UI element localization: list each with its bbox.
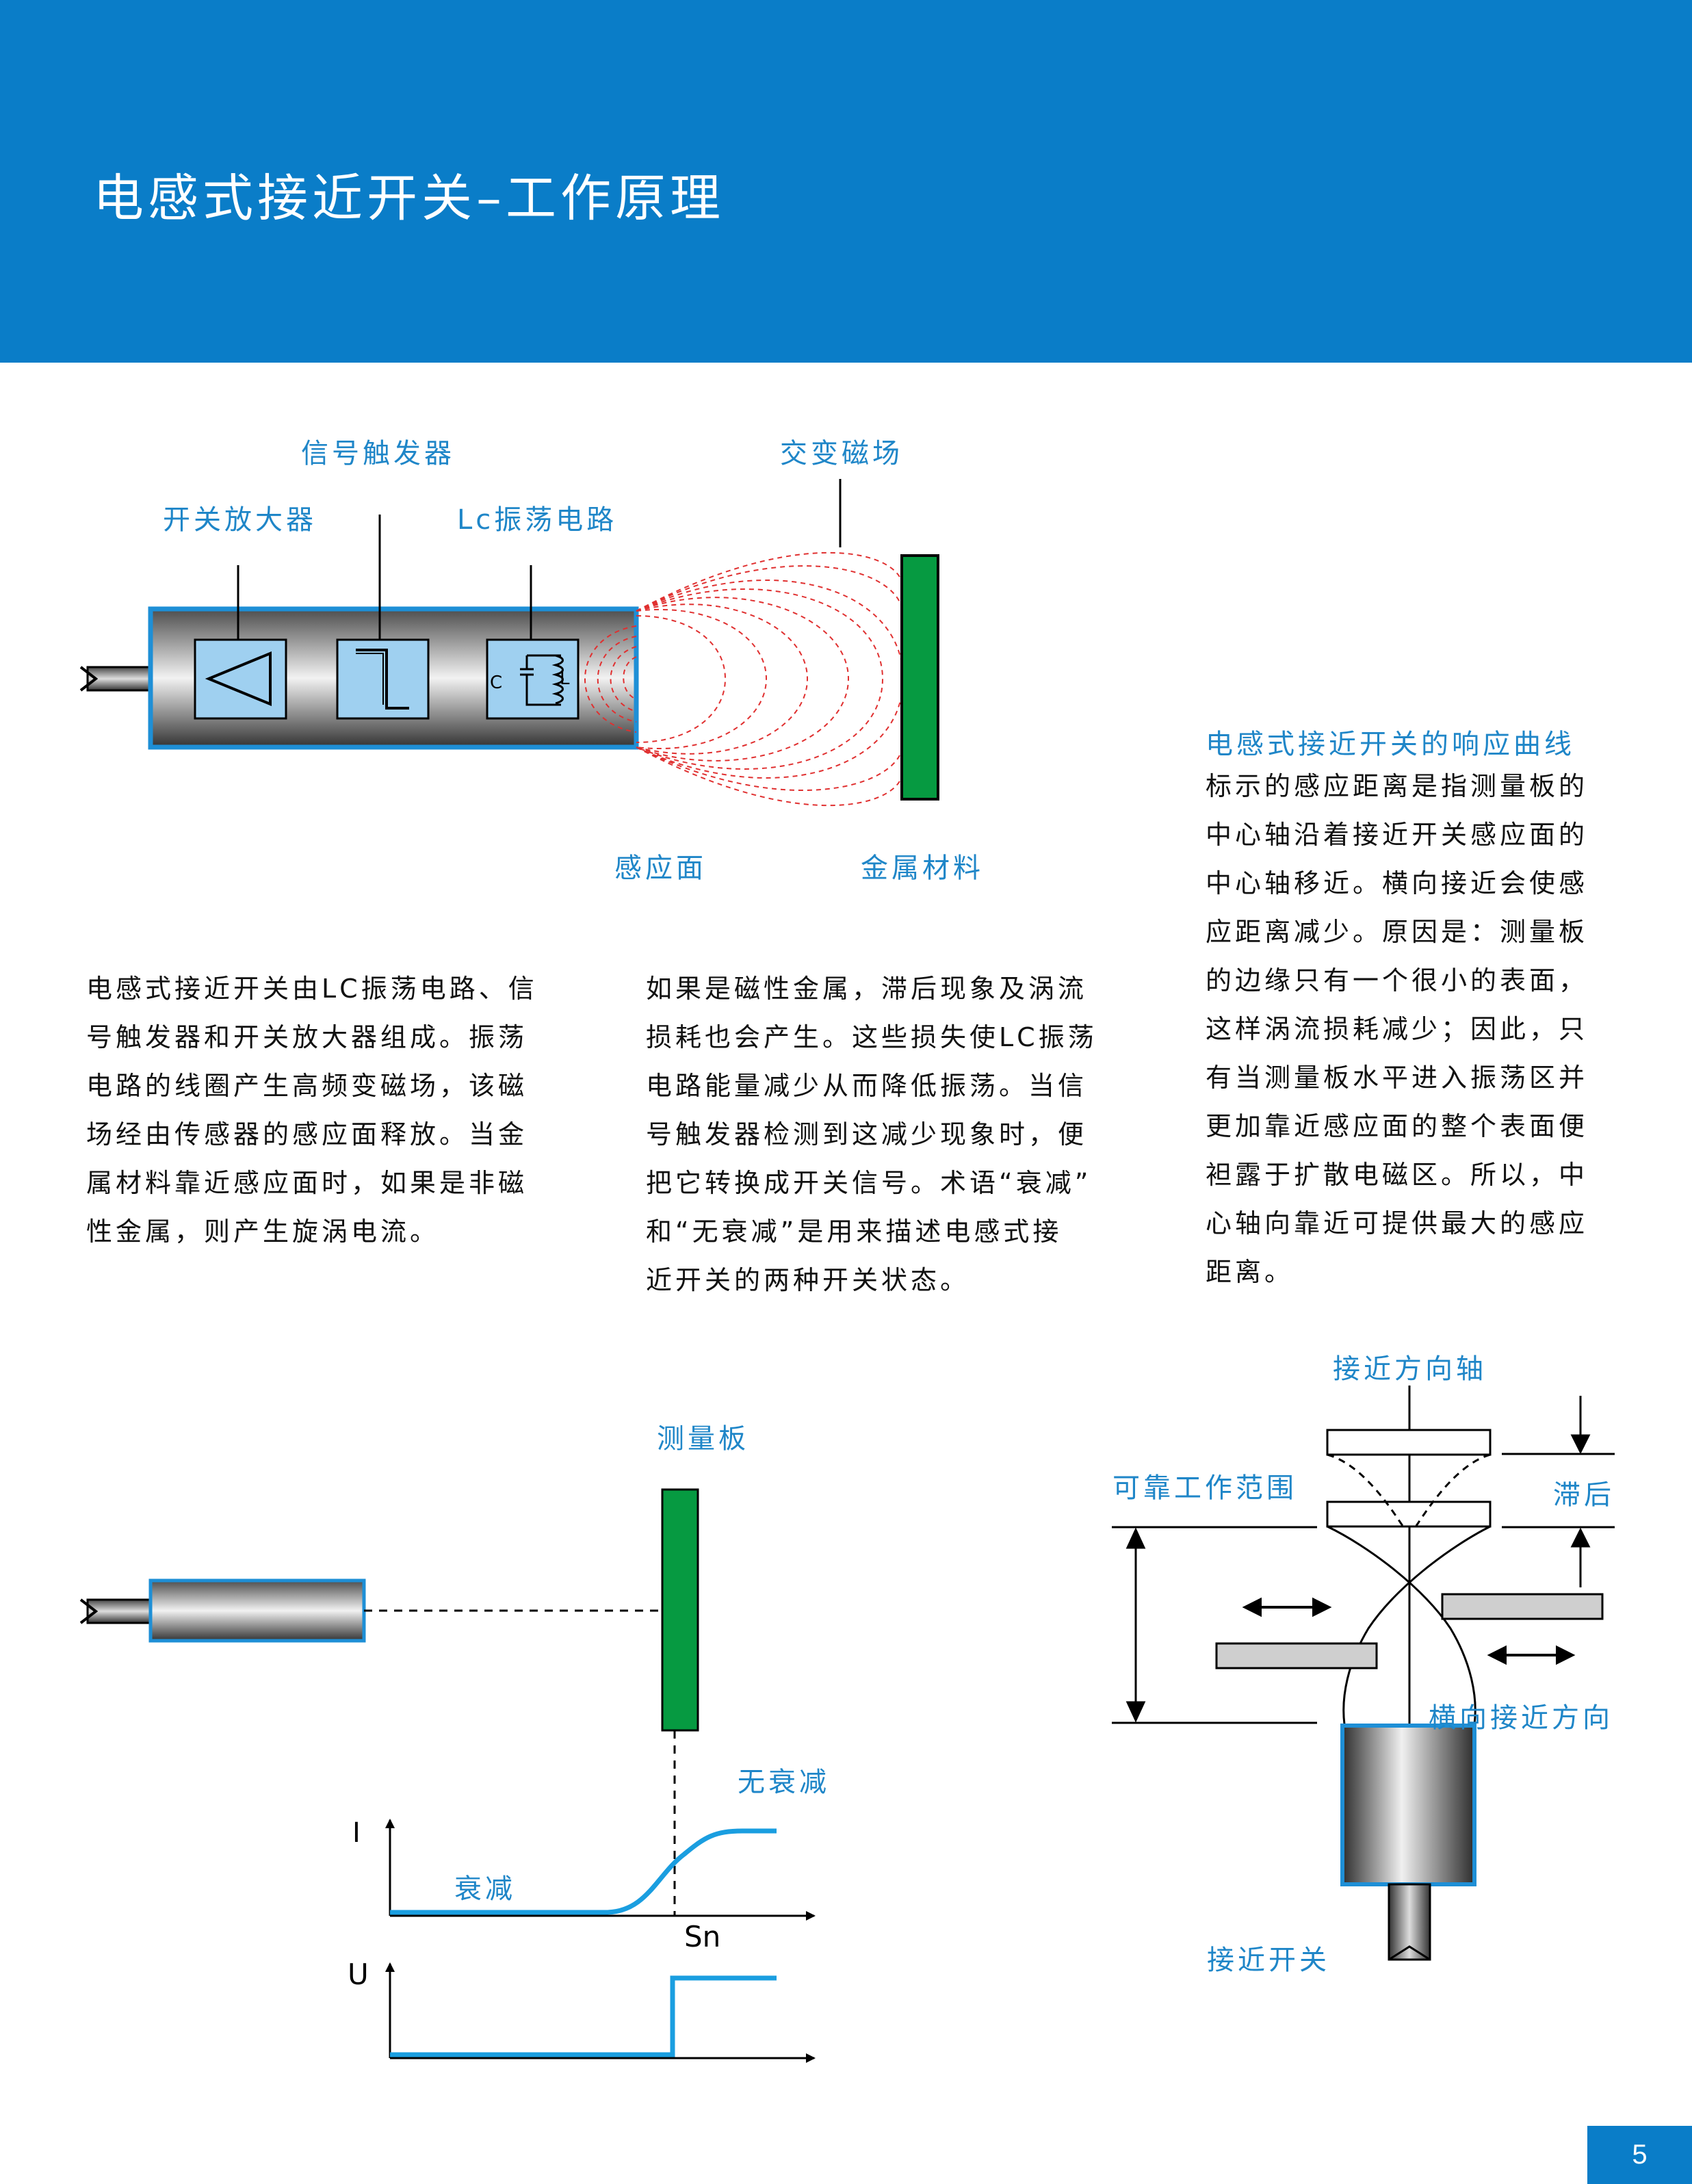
text-line: 心轴向靠近可提供最大的感应 — [1206, 1208, 1589, 1238]
text-line: 近开关的两种开关状态。 — [646, 1265, 970, 1295]
text-line: 距离。 — [1206, 1257, 1294, 1287]
label-attenuation: 衰减 — [454, 1873, 516, 1905]
cable-break-icon-3 — [1388, 1945, 1431, 1961]
label-signal-trigger: 信号触发器 — [301, 438, 455, 469]
plate-top-operate — [1326, 1500, 1492, 1528]
paragraph-col3: 标示的感应距离是指测量板的 中心轴沿着接近开关感应面的 中心轴移近。横向接近会使… — [1206, 762, 1588, 1297]
col3-heading: 电感式接近开关的响应曲线 — [1206, 729, 1575, 760]
text-line: 标示的感应距离是指测量板的 — [1206, 771, 1589, 801]
text-line: 损耗也会产生。这些损失使LC振荡 — [646, 1022, 1097, 1052]
cable-stub-2 — [86, 1598, 155, 1624]
label-measure-plate: 测量板 — [657, 1423, 749, 1455]
measure-plate — [661, 1488, 699, 1732]
text-line: 更加靠近感应面的整个表面便 — [1206, 1111, 1589, 1141]
text-line: 性金属，则产生旋涡电流。 — [86, 1217, 440, 1247]
sn-label: Sn — [684, 1920, 720, 1953]
voltage-curve — [390, 1975, 777, 2057]
page-number: 5 — [1587, 2126, 1692, 2184]
text-line: 把它转换成开关信号。术语“衰减” — [646, 1168, 1092, 1198]
text-line: 电感式接近开关由LC振荡电路、信 — [86, 974, 538, 1004]
sensor-vertical — [1340, 1724, 1476, 1886]
lateral-arrows — [1242, 1597, 1576, 1665]
plate-lateral-right — [1441, 1593, 1604, 1620]
label-no-attenuation: 无衰减 — [738, 1767, 830, 1798]
plate-top-release — [1326, 1429, 1492, 1456]
label-alternating-field: 交变磁场 — [780, 438, 903, 469]
text-line: 中心轴移近。横向接近会使感 — [1206, 868, 1589, 898]
cable-break-icon — [79, 666, 99, 692]
text-line: 号触发器和开关放大器组成。振荡 — [86, 1022, 528, 1052]
text-line: 中心轴沿着接近开关感应面的 — [1206, 820, 1589, 850]
text-line: 场经由传感器的感应面释放。当金 — [86, 1119, 528, 1149]
label-switch-amplifier: 开关放大器 — [163, 504, 317, 536]
sensor-small — [148, 1578, 366, 1643]
response-curve-right — [1327, 1525, 1476, 1725]
text-line: 如果是磁性金属，滞后现象及涡流 — [646, 974, 1088, 1004]
label-sensing-face: 感应面 — [614, 853, 707, 884]
cable-stub — [86, 666, 155, 692]
cable-break-icon-2 — [79, 1598, 99, 1624]
text-line: 属材料靠近感应面时，如果是非磁 — [86, 1168, 528, 1198]
coil-l-label: L — [560, 668, 570, 689]
label-hysteresis: 滞后 — [1553, 1479, 1615, 1511]
response-curve-left — [1342, 1525, 1491, 1725]
text-line: 应距离减少。原因是：测量板 — [1206, 917, 1589, 947]
label-lc-oscillator: Lc振荡电路 — [457, 504, 618, 536]
label-proximity-switch: 接近开关 — [1207, 1945, 1330, 1976]
trigger-pulse-icon — [356, 649, 409, 710]
label-lateral-direction: 横向接近方向 — [1429, 1702, 1613, 1734]
cable-vertical — [1388, 1883, 1431, 1961]
paragraph-col2: 如果是磁性金属，滞后现象及涡流 损耗也会产生。这些损失使LC振荡 电路能量减少从… — [646, 965, 1097, 1305]
label-approach-axis: 接近方向轴 — [1333, 1353, 1487, 1385]
paragraph-col1: 电感式接近开关由LC振荡电路、信 号触发器和开关放大器组成。振荡 电路的线圈产生… — [86, 965, 538, 1256]
text-line: 电路的线圈产生高频变磁场，该磁 — [86, 1071, 528, 1101]
plate-lateral-left — [1215, 1642, 1378, 1669]
text-line: 袒露于扩散电磁区。所以，中 — [1206, 1160, 1589, 1190]
header-band: 电感式接近开关–工作原理 — [0, 0, 1692, 363]
working-range-bracket — [1112, 1526, 1317, 1724]
label-metal-material: 金属材料 — [861, 853, 984, 884]
metal-plate — [900, 554, 939, 801]
text-line: 号触发器检测到这减少现象时，便 — [646, 1119, 1088, 1149]
text-line: 和“无衰减”是用来描述电感式接 — [646, 1217, 1063, 1247]
text-line: 这样涡流损耗减少；因此，只 — [1206, 1014, 1589, 1044]
hysteresis-marker — [1502, 1396, 1615, 1587]
coil-c-label: C — [490, 673, 502, 693]
text-line: 的边缘只有一个很小的表面， — [1206, 965, 1589, 996]
capacitor-icon — [520, 654, 561, 706]
axis-i-label: I — [352, 1817, 361, 1849]
text-line: 电路能量减少从而降低振荡。当信 — [646, 1071, 1088, 1101]
coil-icon — [551, 654, 564, 705]
amplifier-triangle-icon — [205, 651, 272, 706]
axis-u-label: U — [348, 1958, 369, 1991]
label-working-range: 可靠工作范围 — [1112, 1472, 1297, 1504]
text-line: 有当测量板水平进入振荡区并 — [1206, 1063, 1589, 1093]
current-curve — [390, 1828, 777, 1915]
page-title: 电感式接近开关–工作原理 — [93, 169, 725, 228]
